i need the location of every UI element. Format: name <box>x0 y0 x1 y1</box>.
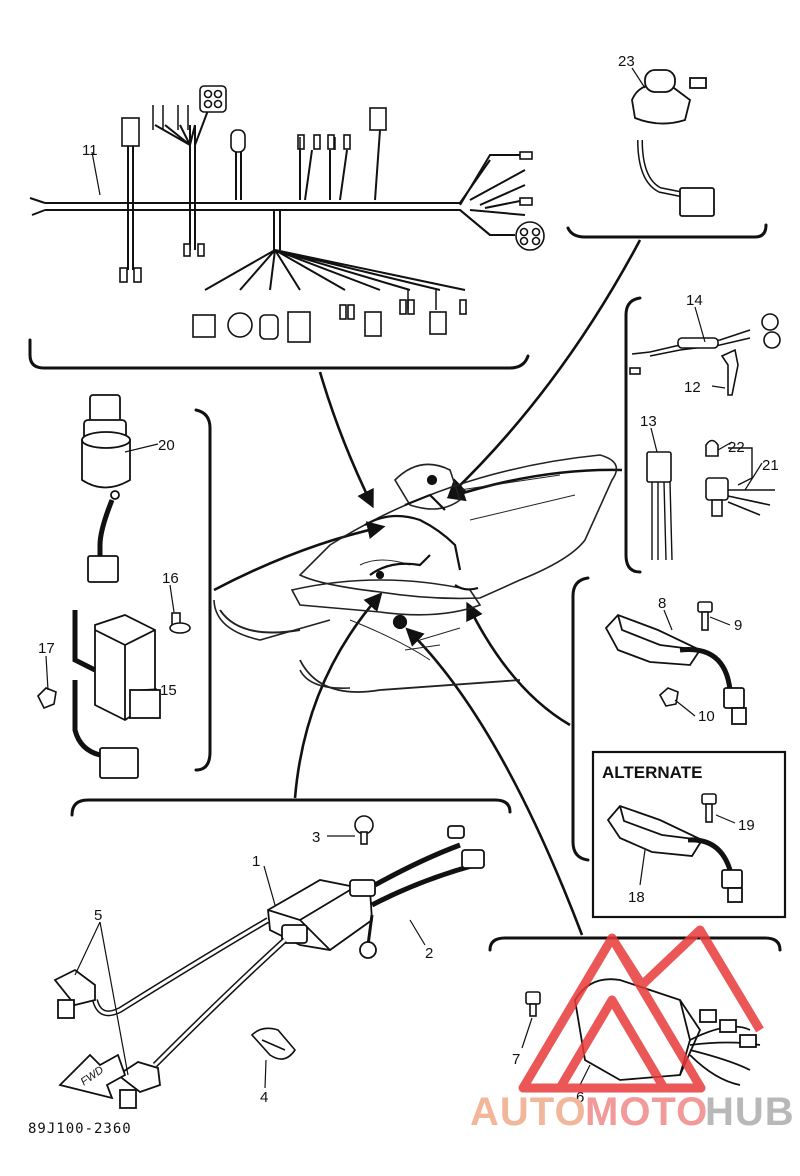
callout-16: 16 <box>162 570 179 587</box>
callout-10: 10 <box>698 708 715 725</box>
leader-coil <box>293 592 383 799</box>
group-brackets <box>28 223 782 952</box>
bracket-right-lower <box>571 576 590 862</box>
part-21-socket <box>705 477 775 517</box>
callout-17: 17 <box>38 640 55 657</box>
automotohub-logo <box>518 925 764 1093</box>
bracket-cdi <box>488 936 782 952</box>
part-17-nut <box>37 687 57 710</box>
part-12-pin <box>720 348 739 396</box>
leader-regulator <box>466 601 571 727</box>
part-9-bolt <box>697 601 713 631</box>
callout-21: 21 <box>762 457 779 474</box>
bracket-switch-23 <box>566 223 768 239</box>
leader-cdi <box>405 627 584 936</box>
snowmobile-chassis <box>213 454 618 693</box>
bracket-wire-harness <box>28 338 530 370</box>
watermark-moto: MOTO <box>585 1090 708 1134</box>
chassis-wiring <box>364 474 479 630</box>
callout-4: 4 <box>260 1089 268 1106</box>
callout-8: 8 <box>658 595 666 612</box>
bracket-21-22 <box>728 447 753 486</box>
switch-23 <box>631 69 715 217</box>
part-18-regulator <box>606 804 743 903</box>
part-10-nut <box>658 687 679 707</box>
harness-connectors <box>119 85 545 343</box>
part-22-bulb <box>705 439 719 457</box>
part-4-clamp <box>250 1027 297 1060</box>
leader-harness <box>318 371 374 509</box>
harness-arrows <box>152 105 437 310</box>
part-19-bolt <box>701 793 717 823</box>
callout-numbers: 11 23 14 12 13 22 21 20 16 15 17 8 9 10 … <box>28 53 779 1137</box>
part-13-relay <box>646 451 673 561</box>
part-1-ignition-coil <box>92 825 485 1068</box>
callout-6: 6 <box>576 1089 584 1106</box>
callout-18: 18 <box>628 889 645 906</box>
callout-22: 22 <box>728 439 745 456</box>
watermark-hub: HUB <box>705 1090 795 1134</box>
callout-9: 9 <box>734 617 742 634</box>
leader-left <box>213 521 386 592</box>
callout-12: 12 <box>684 379 701 396</box>
bracket-ignition-coil <box>70 798 512 817</box>
automotohub-watermark: AUTO MOTO HUB <box>470 1090 795 1134</box>
part-7-bolt <box>525 991 541 1017</box>
leader-switch <box>447 239 642 498</box>
part-16-bolt <box>169 612 191 634</box>
part-15-cdi-relay <box>72 610 161 779</box>
callout-13: 13 <box>640 413 657 430</box>
fwd-arrow <box>58 1053 127 1100</box>
callout-20: 20 <box>158 437 175 454</box>
part-5-plug-caps <box>53 968 161 1109</box>
callout-3: 3 <box>312 829 320 846</box>
callout-11: 11 <box>82 142 98 159</box>
bracket-left <box>194 408 212 772</box>
alternate-title: ALTERNATE <box>602 763 702 782</box>
bracket-right-upper <box>624 296 642 574</box>
watermark-auto: AUTO <box>470 1090 587 1134</box>
callout-19: 19 <box>738 817 755 834</box>
callout-2: 2 <box>425 945 433 962</box>
part-20-main-switch <box>81 394 131 583</box>
part-3-bolt <box>354 815 374 845</box>
callout-ticks <box>45 67 763 1089</box>
document-number: 89J100-2360 <box>28 1121 132 1137</box>
callout-1: 1 <box>252 853 260 870</box>
callout-5: 5 <box>94 907 102 924</box>
callout-7: 7 <box>512 1051 520 1068</box>
leader-right-upper <box>446 468 623 502</box>
part-14-lead <box>629 313 781 375</box>
callout-23: 23 <box>618 53 635 70</box>
part-8-regulator <box>604 613 747 725</box>
callout-15: 15 <box>160 682 177 699</box>
alternate-box <box>591 750 787 919</box>
leader-arrows <box>213 239 642 936</box>
wire-harness <box>29 104 526 291</box>
callout-14: 14 <box>686 292 703 309</box>
